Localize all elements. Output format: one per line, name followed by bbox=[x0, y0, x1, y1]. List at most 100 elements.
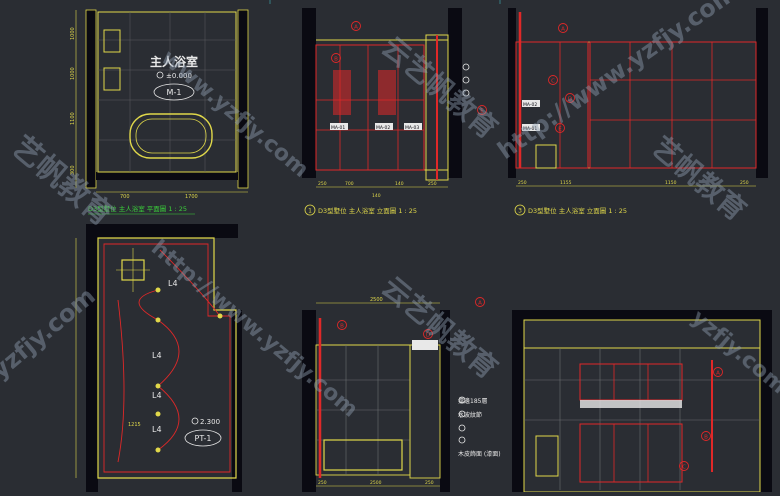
plan1-dim-left-2: 1000 bbox=[70, 67, 76, 80]
elev4-vanity bbox=[579, 423, 683, 483]
elev1-dim-3: 140 bbox=[395, 181, 404, 187]
elev3-dim-3: 250 bbox=[425, 480, 434, 486]
elev3-bathtub bbox=[323, 439, 403, 471]
elev2-callout-d bbox=[565, 93, 575, 103]
caption-2-marker bbox=[304, 204, 316, 216]
elev1-tag-1-text: MA-01 bbox=[331, 125, 345, 131]
plan1-dim-left-4: 300 bbox=[70, 165, 76, 175]
caption-elevation-2: D3型墅位 主人浴室 立面圖 1 : 25 bbox=[528, 206, 627, 215]
elev2-tag-1-text: MA-01 bbox=[523, 126, 537, 132]
elev4-callout-a bbox=[713, 367, 723, 377]
elev2-tag-1 bbox=[522, 124, 540, 131]
elev2-callout-a-text: A bbox=[561, 27, 565, 33]
plan1-tag: M-1 bbox=[167, 88, 182, 97]
elev3-callout-d bbox=[423, 329, 433, 339]
elev4-tile-grid bbox=[524, 348, 760, 490]
plan1-bathtub-inner bbox=[135, 118, 207, 154]
plan-2-ceiling: L4 L4 L4 L4 2.300 PT-1 1215 bbox=[75, 224, 242, 492]
elev1-dim-4: 250 bbox=[428, 181, 437, 187]
elev1-tag-2 bbox=[375, 123, 393, 130]
elev2-dim-1: 250 bbox=[518, 180, 527, 186]
plan2-lights bbox=[155, 287, 223, 453]
elev1-dim-2: 700 bbox=[345, 181, 354, 187]
plan1-basin-1 bbox=[103, 29, 121, 53]
plan1-wall-bottom bbox=[96, 172, 238, 180]
elev2-wall-left bbox=[508, 8, 516, 178]
elev1-dim-total: 140 bbox=[372, 193, 381, 199]
elev3-note-3: 木皮飾面 (漆面) bbox=[458, 450, 501, 458]
elev1-tag-3-text: MA-03 bbox=[405, 125, 419, 131]
plan2-level-symbol bbox=[191, 417, 199, 425]
caption-plan-1: D3型墅位 主人浴室 平面圖 1 : 25 bbox=[88, 204, 187, 213]
elev3-legend-symbols bbox=[458, 396, 466, 444]
plan2-tag-ellipse bbox=[184, 429, 222, 447]
plan1-room-outline bbox=[97, 11, 237, 173]
elev4-callout-c bbox=[679, 461, 689, 471]
elev4-shelf bbox=[580, 400, 682, 408]
plan1-basin-2 bbox=[103, 67, 121, 91]
caption-3-marker bbox=[514, 204, 526, 216]
elev1-tag-3 bbox=[404, 123, 422, 130]
elevation-3: 2500 B A D 擋邊185層 水波紋節 木皮飾面 (漆面) 250 250… bbox=[302, 297, 501, 492]
elev3-callout-d-text: D bbox=[426, 333, 430, 339]
plan1-level-symbol bbox=[156, 71, 164, 79]
plan2-switch-wiring bbox=[117, 249, 221, 463]
elev1-legend-symbols bbox=[462, 63, 470, 97]
top-grid-ticks bbox=[269, 0, 501, 4]
plan2-wall-top bbox=[98, 224, 238, 238]
elev2-callout-c bbox=[548, 75, 558, 85]
plan1-tile-grid bbox=[98, 12, 236, 172]
plan2-ceiling-outline bbox=[103, 243, 231, 473]
elev1-callout-b-text: B bbox=[334, 57, 338, 63]
plan1-tag-ellipse bbox=[153, 83, 195, 101]
plan1-dim-left-3: 1100 bbox=[70, 112, 76, 125]
plan2-light-label-4: L4 bbox=[152, 425, 162, 434]
elev2-callout-e bbox=[555, 123, 565, 133]
elev2-toilet bbox=[535, 144, 557, 169]
plan2-light-label-2: L4 bbox=[152, 351, 162, 360]
elev2-callout-c-text: C bbox=[551, 79, 555, 85]
plan1-dim-bottom-1: 700 bbox=[120, 194, 130, 200]
elev4-callout-a-text: A bbox=[716, 371, 720, 377]
elev2-callout-e-text: E bbox=[558, 127, 562, 133]
elev3-note-2: 水波紋節 bbox=[458, 411, 482, 419]
elev1-callout-a-text: A bbox=[354, 25, 358, 31]
elev1-callout-e bbox=[477, 105, 487, 115]
elev4-toilet bbox=[535, 435, 559, 477]
caption-2-number: 1 bbox=[308, 208, 312, 215]
elev2-dim-4: 250 bbox=[740, 180, 749, 186]
elev2-callout-d-text: D bbox=[568, 97, 572, 103]
plan2-wall-left bbox=[86, 224, 98, 492]
plan1-title: 主人浴室 bbox=[150, 54, 198, 69]
plan1-wall-right bbox=[237, 9, 249, 189]
elev3-dim-top: 2500 bbox=[370, 297, 383, 303]
elev3-callout-b-text: B bbox=[340, 324, 344, 330]
elev3-dim-1: 250 bbox=[318, 480, 327, 486]
elev2-tag-2-text: MA-02 bbox=[523, 102, 537, 108]
elev3-callout-a-text: A bbox=[478, 301, 482, 307]
elevation-2: MA-01 MA-02 A C D E 250 1155 1150 250 bbox=[508, 8, 768, 187]
elev3-dim-2: 2500 bbox=[370, 480, 382, 486]
elev1-mirror-left bbox=[333, 70, 351, 115]
caption-elevation-1: D3型墅位 主人浴室 立面圖 1 : 25 bbox=[318, 206, 417, 215]
plan2-light-label-1: L4 bbox=[168, 279, 178, 288]
elev3-tag-box bbox=[412, 340, 438, 350]
elev3-wall-left bbox=[302, 310, 316, 492]
plan1-dim-left-1: 1000 bbox=[70, 27, 76, 40]
plan2-wall-right bbox=[232, 310, 242, 492]
elev3-callout-b bbox=[337, 320, 347, 330]
elev4-callout-b bbox=[701, 431, 711, 441]
plan1-wall-left bbox=[85, 9, 97, 189]
elev1-mirror-right bbox=[378, 70, 396, 115]
plan1-dim-bottom-2: 1700 bbox=[185, 194, 198, 200]
elev4-callout-c-text: C bbox=[682, 465, 686, 471]
elev1-dim-1: 250 bbox=[318, 181, 327, 187]
elev1-tag-1 bbox=[330, 123, 348, 130]
plan2-light-label-3: L4 bbox=[152, 391, 162, 400]
elev3-wall-right bbox=[440, 310, 450, 492]
elevation-4: A B C bbox=[512, 310, 772, 493]
elev1-wall-panel bbox=[315, 44, 425, 171]
plan2-room-outline bbox=[97, 237, 237, 479]
plan1-bathtub bbox=[129, 113, 213, 159]
